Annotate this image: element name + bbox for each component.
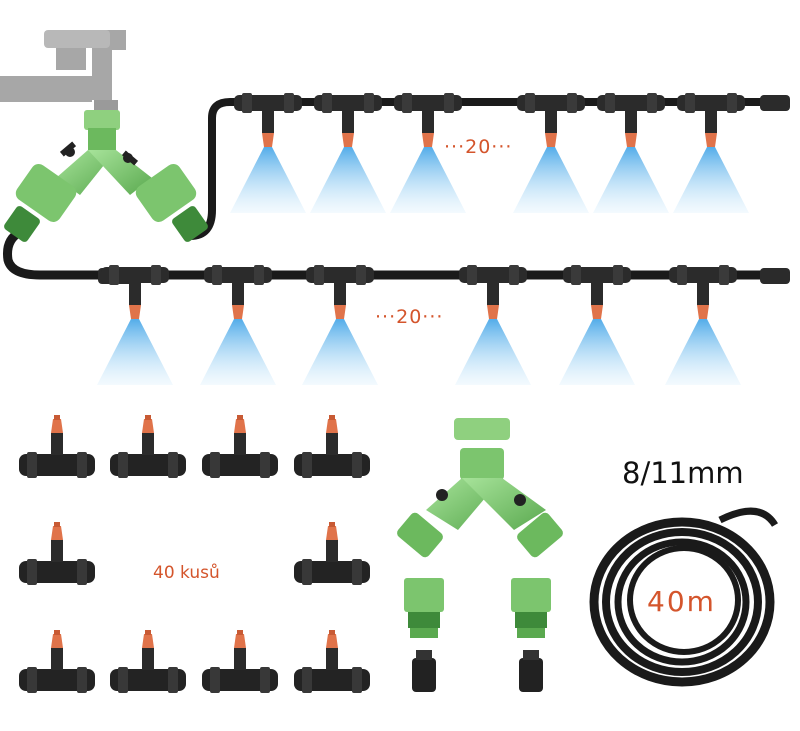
count-label-top: ···20···: [444, 136, 513, 158]
quick-connector-icon-2: [511, 578, 551, 692]
faucet-icon: [0, 30, 126, 112]
y-splitter-icon: [4, 110, 208, 242]
hose-line: [189, 98, 785, 240]
splitter-kit: [397, 418, 563, 558]
diameter-label: 8/11mm: [622, 456, 744, 490]
length-label: 40m: [647, 585, 716, 618]
hose-line-lower: [3, 228, 785, 280]
count-label-bottom: ···20···: [375, 306, 444, 328]
tee-row-bottom: [97, 265, 790, 385]
tee-parts-grid: [19, 415, 370, 693]
pieces-label: 40 kusů: [153, 563, 220, 583]
hose-coil-icon: [589, 507, 778, 687]
tee-row-top: [230, 93, 790, 213]
quick-connector-icon: [404, 578, 444, 692]
